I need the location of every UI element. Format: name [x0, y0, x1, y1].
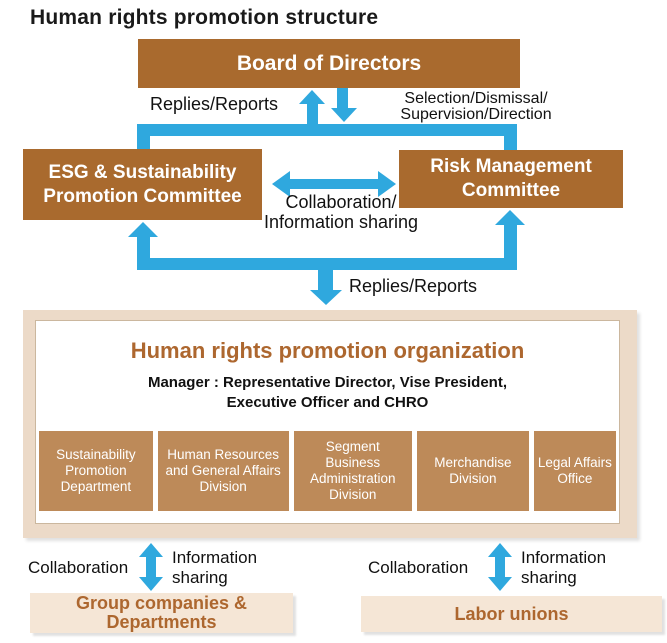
department-box: Sustainability Promotion Department: [39, 431, 153, 511]
down-arrowhead-mid-icon: [310, 290, 342, 305]
double-arrow-bottom-right-shaft: [495, 556, 505, 578]
bracket-top-left-vertical: [137, 124, 150, 152]
bracket-bottom-left-vertical: [137, 236, 150, 260]
label-collaboration-information: Collaboration/ Information sharing: [263, 192, 419, 232]
bracket-bottom-bar: [137, 258, 517, 270]
bracket-top-bar: [137, 124, 517, 136]
organization-manager: Manager : Representative Director, Vise …: [147, 374, 508, 411]
node-labor-unions: Labor unions: [361, 596, 662, 632]
left-arrowhead-icon: [272, 171, 290, 197]
department-box: Human Resources and General Affairs Divi…: [157, 431, 289, 511]
bracket-bottom-right-vertical: [504, 224, 517, 260]
bracket-top-right-vertical: [504, 124, 517, 153]
department-box: Legal Affairs Office: [533, 431, 616, 511]
esg-committee-label: ESG & Sustainability Promotion Committee: [43, 161, 242, 207]
department-box: Segment Business Administration Division: [293, 431, 412, 511]
up-arrow-to-board-icon: [299, 90, 325, 104]
label-selection-dismissal: Selection/Dismissal/ Supervision/Directi…: [400, 90, 552, 123]
organization-title: Human rights promotion organization: [130, 338, 525, 363]
right-arrowhead-icon: [378, 171, 396, 197]
label-information-sharing-left: Information sharing: [172, 548, 258, 587]
double-arrow-shaft: [289, 179, 379, 189]
board-label: Board of Directors: [236, 51, 422, 75]
up-arrowhead-bottom-right-icon: [488, 543, 512, 557]
up-arrowhead-left-icon: [128, 222, 158, 237]
down-arrowhead-bottom-left-icon: [139, 577, 163, 591]
double-arrow-bottom-left-shaft: [146, 556, 156, 578]
down-arrowhead-bottom-right-icon: [488, 577, 512, 591]
label-replies-reports-top: Replies/Reports: [150, 94, 279, 114]
organization-panel: Human rights promotion organization Mana…: [35, 320, 620, 524]
node-risk-management-committee: Risk Management Committee: [399, 150, 623, 208]
node-group-companies: Group companies & Departments: [30, 593, 293, 633]
group-companies-label: Group companies & Departments: [75, 593, 248, 632]
organization-frame: Human rights promotion organization Mana…: [23, 310, 637, 538]
up-arrowhead-bottom-left-icon: [139, 543, 163, 557]
department-row: Sustainability Promotion Department Huma…: [39, 431, 616, 511]
down-arrow-from-board-icon: [331, 108, 357, 122]
label-information-sharing-right: Information sharing: [521, 548, 607, 587]
label-collaboration-left: Collaboration: [28, 558, 129, 577]
risk-committee-label: Risk Management Committee: [430, 156, 592, 201]
node-esg-sustainability-committee: ESG & Sustainability Promotion Committee: [23, 149, 262, 220]
labor-unions-label: Labor unions: [454, 603, 569, 624]
label-replies-reports-bottom: Replies/Reports: [349, 276, 478, 296]
up-arrowhead-right-icon: [495, 210, 525, 225]
label-collaboration-right: Collaboration: [368, 558, 469, 577]
node-board-of-directors: Board of Directors: [138, 39, 520, 88]
department-box: Merchandise Division: [416, 431, 529, 511]
down-arrow-mid-shaft: [318, 268, 333, 291]
page-title: Human rights promotion structure: [30, 6, 379, 29]
up-arrow-shaft: [307, 103, 318, 125]
down-arrow-shaft: [337, 88, 348, 109]
